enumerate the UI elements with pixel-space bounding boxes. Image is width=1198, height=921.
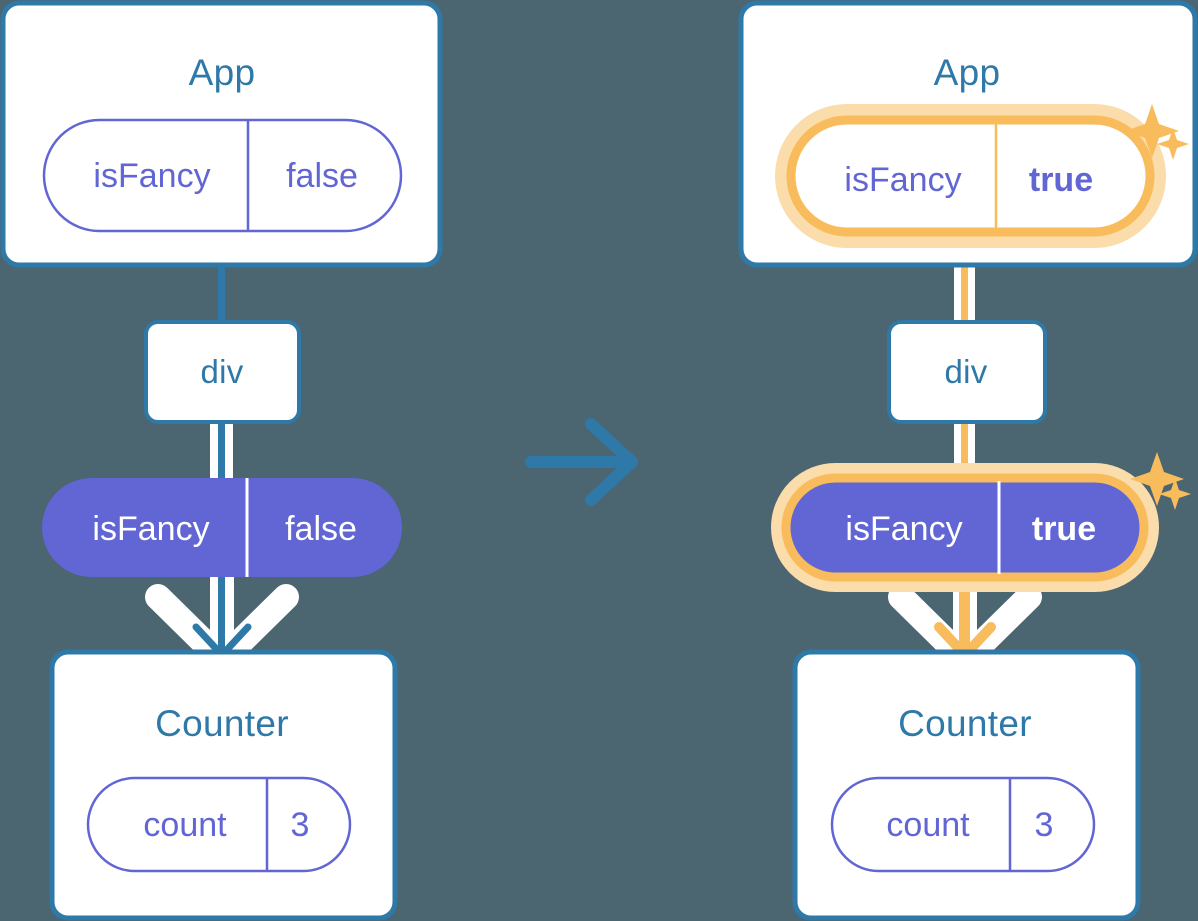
sparkle-small-icon [1159, 478, 1191, 510]
sparkle-large-icon [1130, 452, 1184, 506]
edge-app-to-div-left [218, 215, 225, 325]
app-state-pill-before [42, 118, 403, 233]
counter-state-pill-after [830, 776, 1096, 873]
highlight-ring-prop-pill [781, 473, 1149, 582]
edge-div-to-pill-right [961, 418, 968, 490]
app-state-pill-after [775, 104, 1166, 248]
edge-app-to-div-right [961, 215, 968, 327]
div-node-before [144, 320, 301, 424]
sparkle-large-icon [1125, 104, 1179, 158]
div-node-after [887, 320, 1047, 424]
counter-state-pill-before [86, 776, 352, 873]
prop-pill-after [771, 463, 1159, 592]
highlight-glow-app-pill [775, 104, 1166, 248]
arrow-right-icon [525, 418, 638, 506]
highlight-ring-app-pill [786, 115, 1155, 237]
prop-pill-before [42, 478, 402, 577]
highlight-glow-prop-pill [771, 463, 1159, 592]
edge-div-to-pill-left [218, 418, 225, 490]
sparkle-small-icon [1157, 128, 1189, 160]
